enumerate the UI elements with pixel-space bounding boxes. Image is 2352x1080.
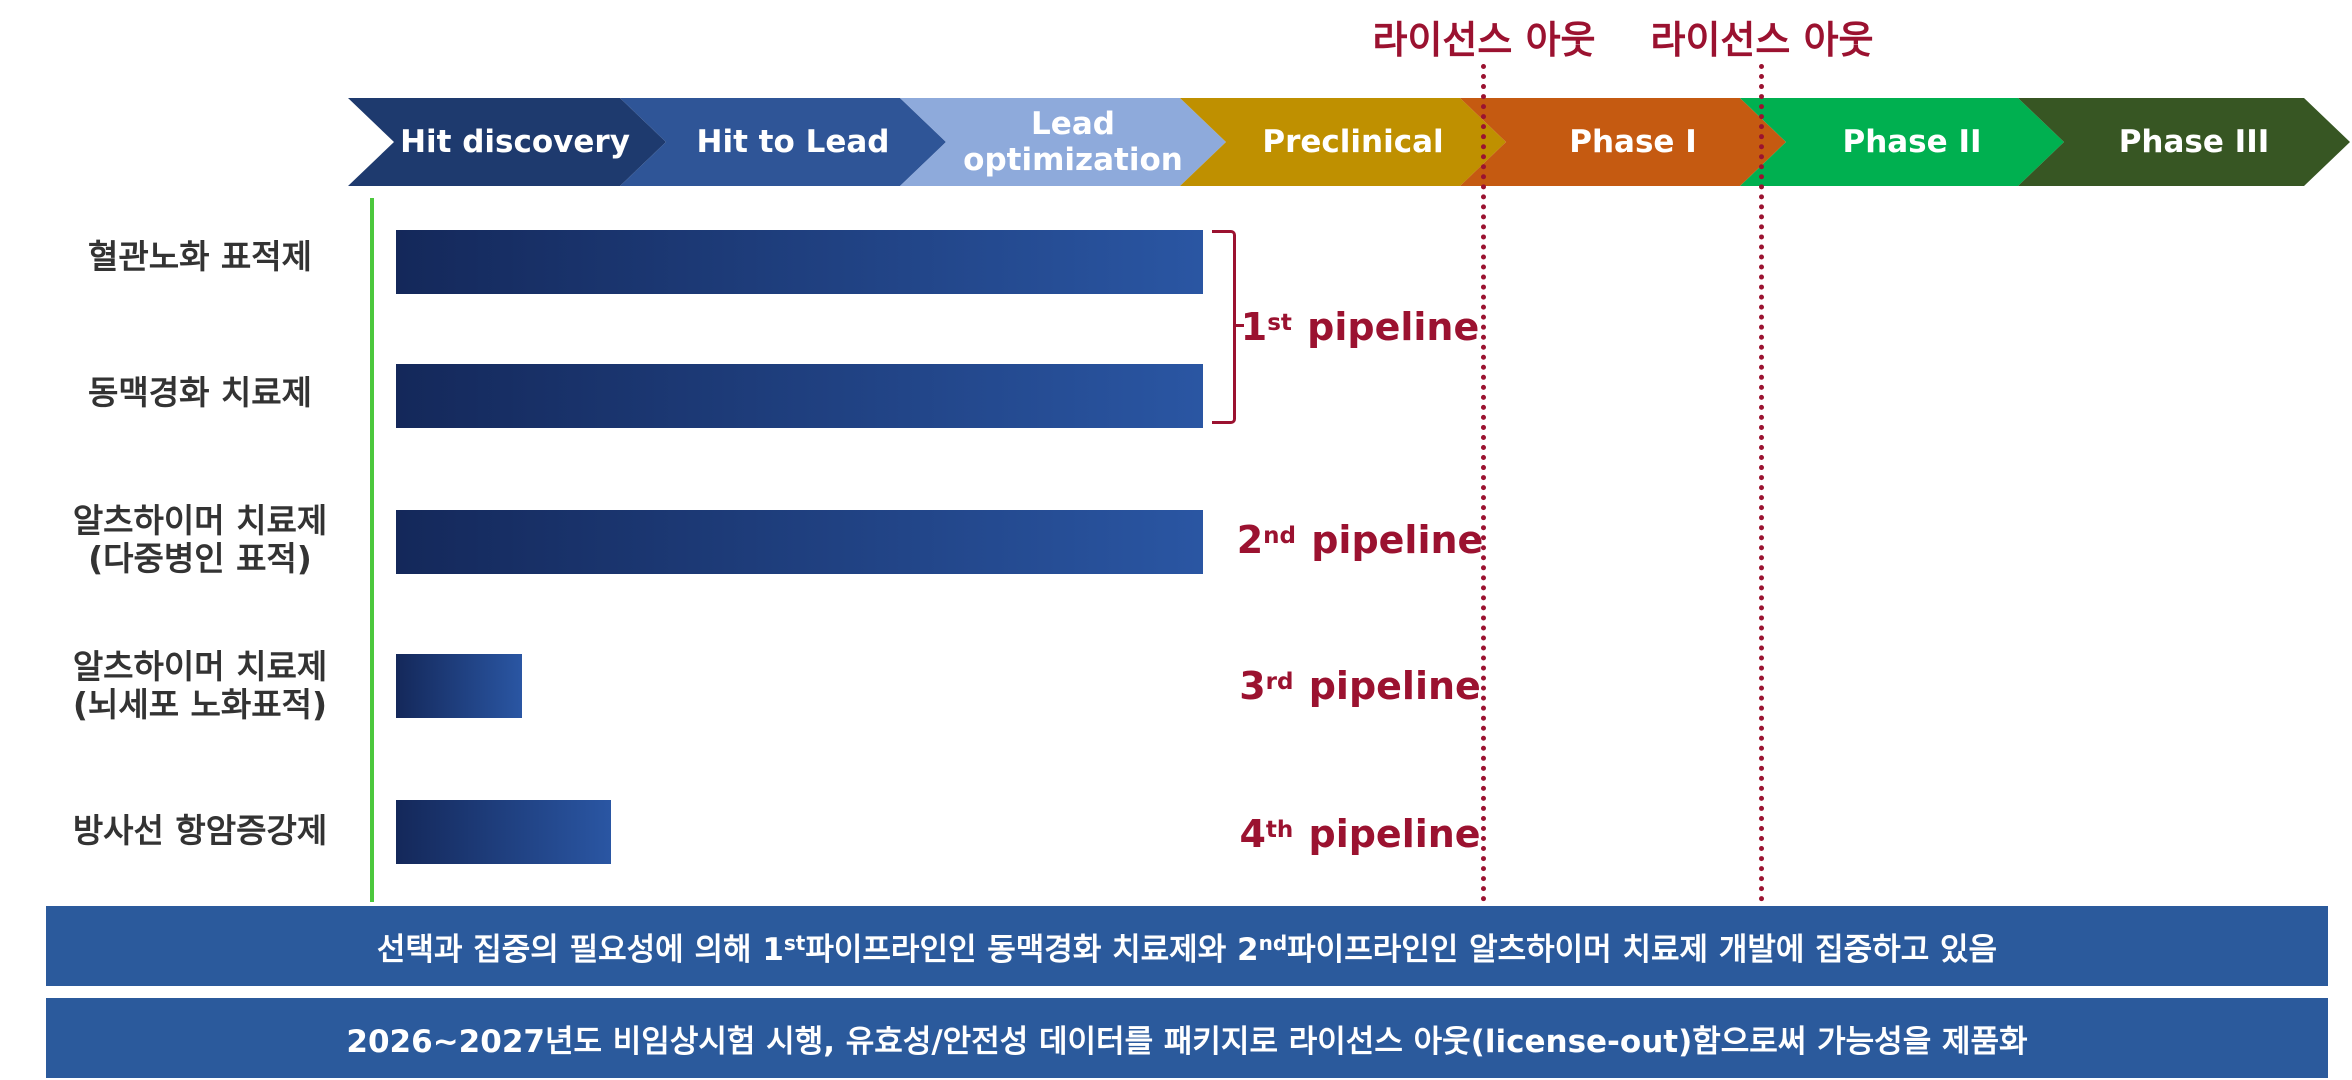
progress-bar-alzheimer-brain-cell (396, 654, 522, 718)
row-label-alzheimer-multi-target: 알츠하이머 치료제 (다중병인 표적) (72, 501, 328, 578)
phase-label-phase-iii: Phase III (2118, 124, 2270, 160)
progress-bar-alzheimer-multi-target (396, 510, 1203, 574)
phase-label-hit-discovery: Hit discovery (400, 124, 630, 160)
phase-chevron-lead-optimization (900, 98, 1226, 186)
pipeline-number: 2 (1236, 518, 1264, 562)
phase-chevron-band (348, 98, 2350, 186)
phase-label-phase-ii: Phase II (1842, 124, 1982, 160)
phase-chevron-phase-i (1460, 98, 1786, 186)
row-label-radio-sensitizer: 방사선 항암증강제 (72, 811, 328, 850)
pipeline-number: 3 (1239, 664, 1266, 708)
pipeline-bracket (1212, 230, 1244, 424)
phase-label-hit-to-lead: Hit to Lead (696, 124, 890, 160)
row-axis-line (370, 198, 374, 902)
phase-label-phase-i: Phase I (1569, 124, 1697, 160)
pipeline-word: pipeline (1307, 305, 1480, 349)
pipeline-word: pipeline (1311, 518, 1484, 562)
pipeline-word: pipeline (1308, 664, 1481, 708)
banner-text-part: 선택과 집중의 필요성에 의해 1 (376, 931, 784, 968)
summary-banner-license-plan: 2026~2027년도 비임상시험 시행, 유효성/안전성 데이터를 패키지로 … (46, 998, 2328, 1078)
phase-label-lead-optimization: Lead optimization (963, 106, 1183, 178)
phase-chevron-phase-ii (1740, 98, 2064, 186)
row-label-atherosclerosis: 동맥경화 치료제 (87, 373, 312, 412)
license-out-label-left: 라이선스 아웃 (1372, 17, 1596, 62)
progress-bar-atherosclerosis (396, 364, 1203, 428)
row-label-vascular-aging: 혈관노화 표적제 (87, 237, 312, 276)
pipeline-number: 4 (1239, 812, 1266, 856)
phase-chevron-hit-to-lead (620, 98, 946, 186)
license-out-label-right: 라이선스 아웃 (1650, 17, 1874, 62)
pipeline-word: pipeline (1308, 812, 1481, 856)
phase-chevron-phase-iii (2018, 98, 2350, 186)
license-out-line-right (1759, 64, 1764, 902)
phase-chevron-hit-discovery (348, 98, 666, 186)
banner-text-part: 파이프라인인 동맥경화 치료제와 2 (805, 931, 1259, 968)
phase-label-preclinical: Preclinical (1262, 124, 1444, 160)
progress-bar-vascular-aging (396, 230, 1203, 294)
progress-bar-radio-sensitizer (396, 800, 611, 864)
row-label-alzheimer-brain-cell: 알츠하이머 치료제 (뇌세포 노화표적) (72, 647, 328, 724)
banner-text-part: 파이프라인인 알츠하이머 치료제 개발에 집중하고 있음 (1287, 931, 1998, 968)
license-out-line-left (1481, 64, 1486, 902)
pipeline-number: 1 (1240, 305, 1268, 349)
phase-chevron-preclinical (1180, 98, 1506, 186)
